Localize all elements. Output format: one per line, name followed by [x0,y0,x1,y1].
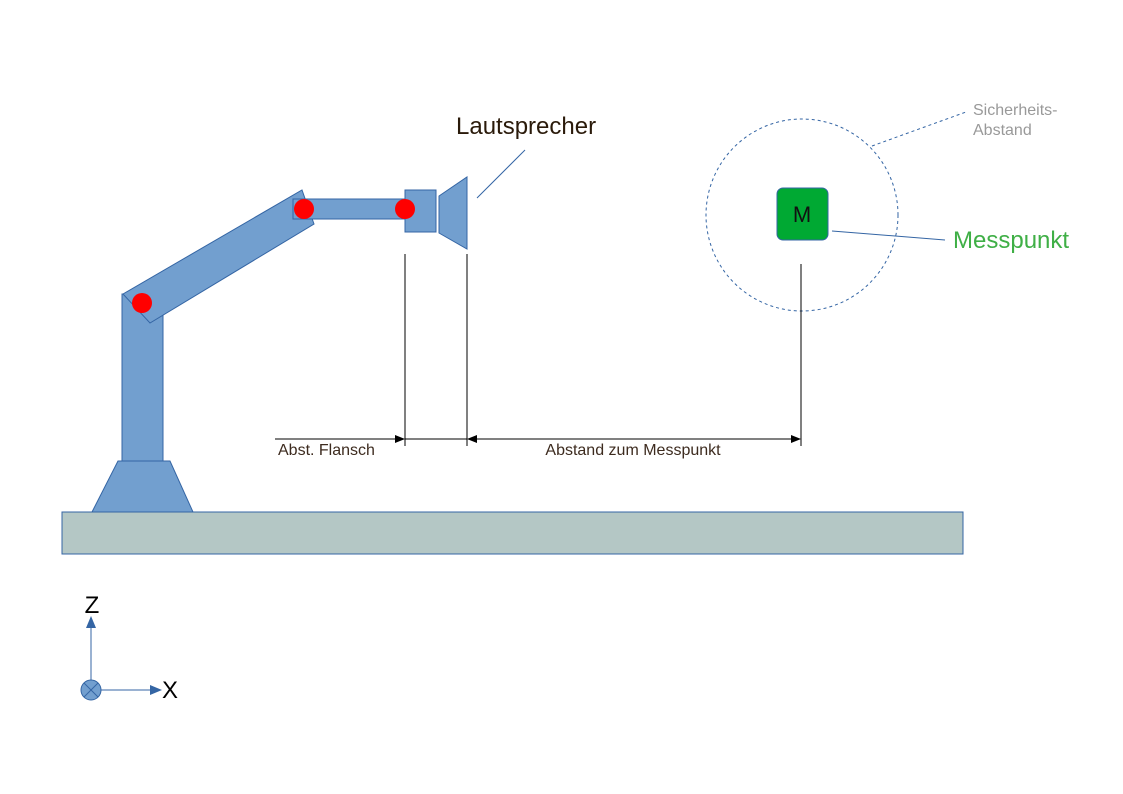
floor [61,511,964,555]
robot-upper-arm [122,189,315,324]
flange-distance-label: Abst. Flansch [278,442,375,459]
speaker-label: Lautsprecher [456,113,596,140]
x-axis-label: X [162,677,178,704]
robot-column [121,293,164,462]
measure-point-marker-label: M [793,202,811,227]
speaker-leader-line [476,149,526,199]
robot-base [91,460,194,513]
safety-distance-circle [705,118,899,312]
joint-shoulder [132,293,152,313]
safety-leader-line [871,111,967,147]
measure-point-marker [776,187,829,241]
measure-point-leader-line [831,230,946,241]
measure-point-label: Messpunkt [953,227,1069,254]
joint-wrist [395,199,415,219]
circled-x-icon [80,679,102,701]
safety-distance-label-line1: Sicherheits- [973,102,1057,119]
z-axis-label: Z [85,592,100,619]
speaker-cone [438,176,468,250]
measure-distance-label: Abstand zum Messpunkt [545,442,721,459]
safety-distance-label-line2: Abstand [973,122,1032,139]
joint-elbow [294,199,314,219]
